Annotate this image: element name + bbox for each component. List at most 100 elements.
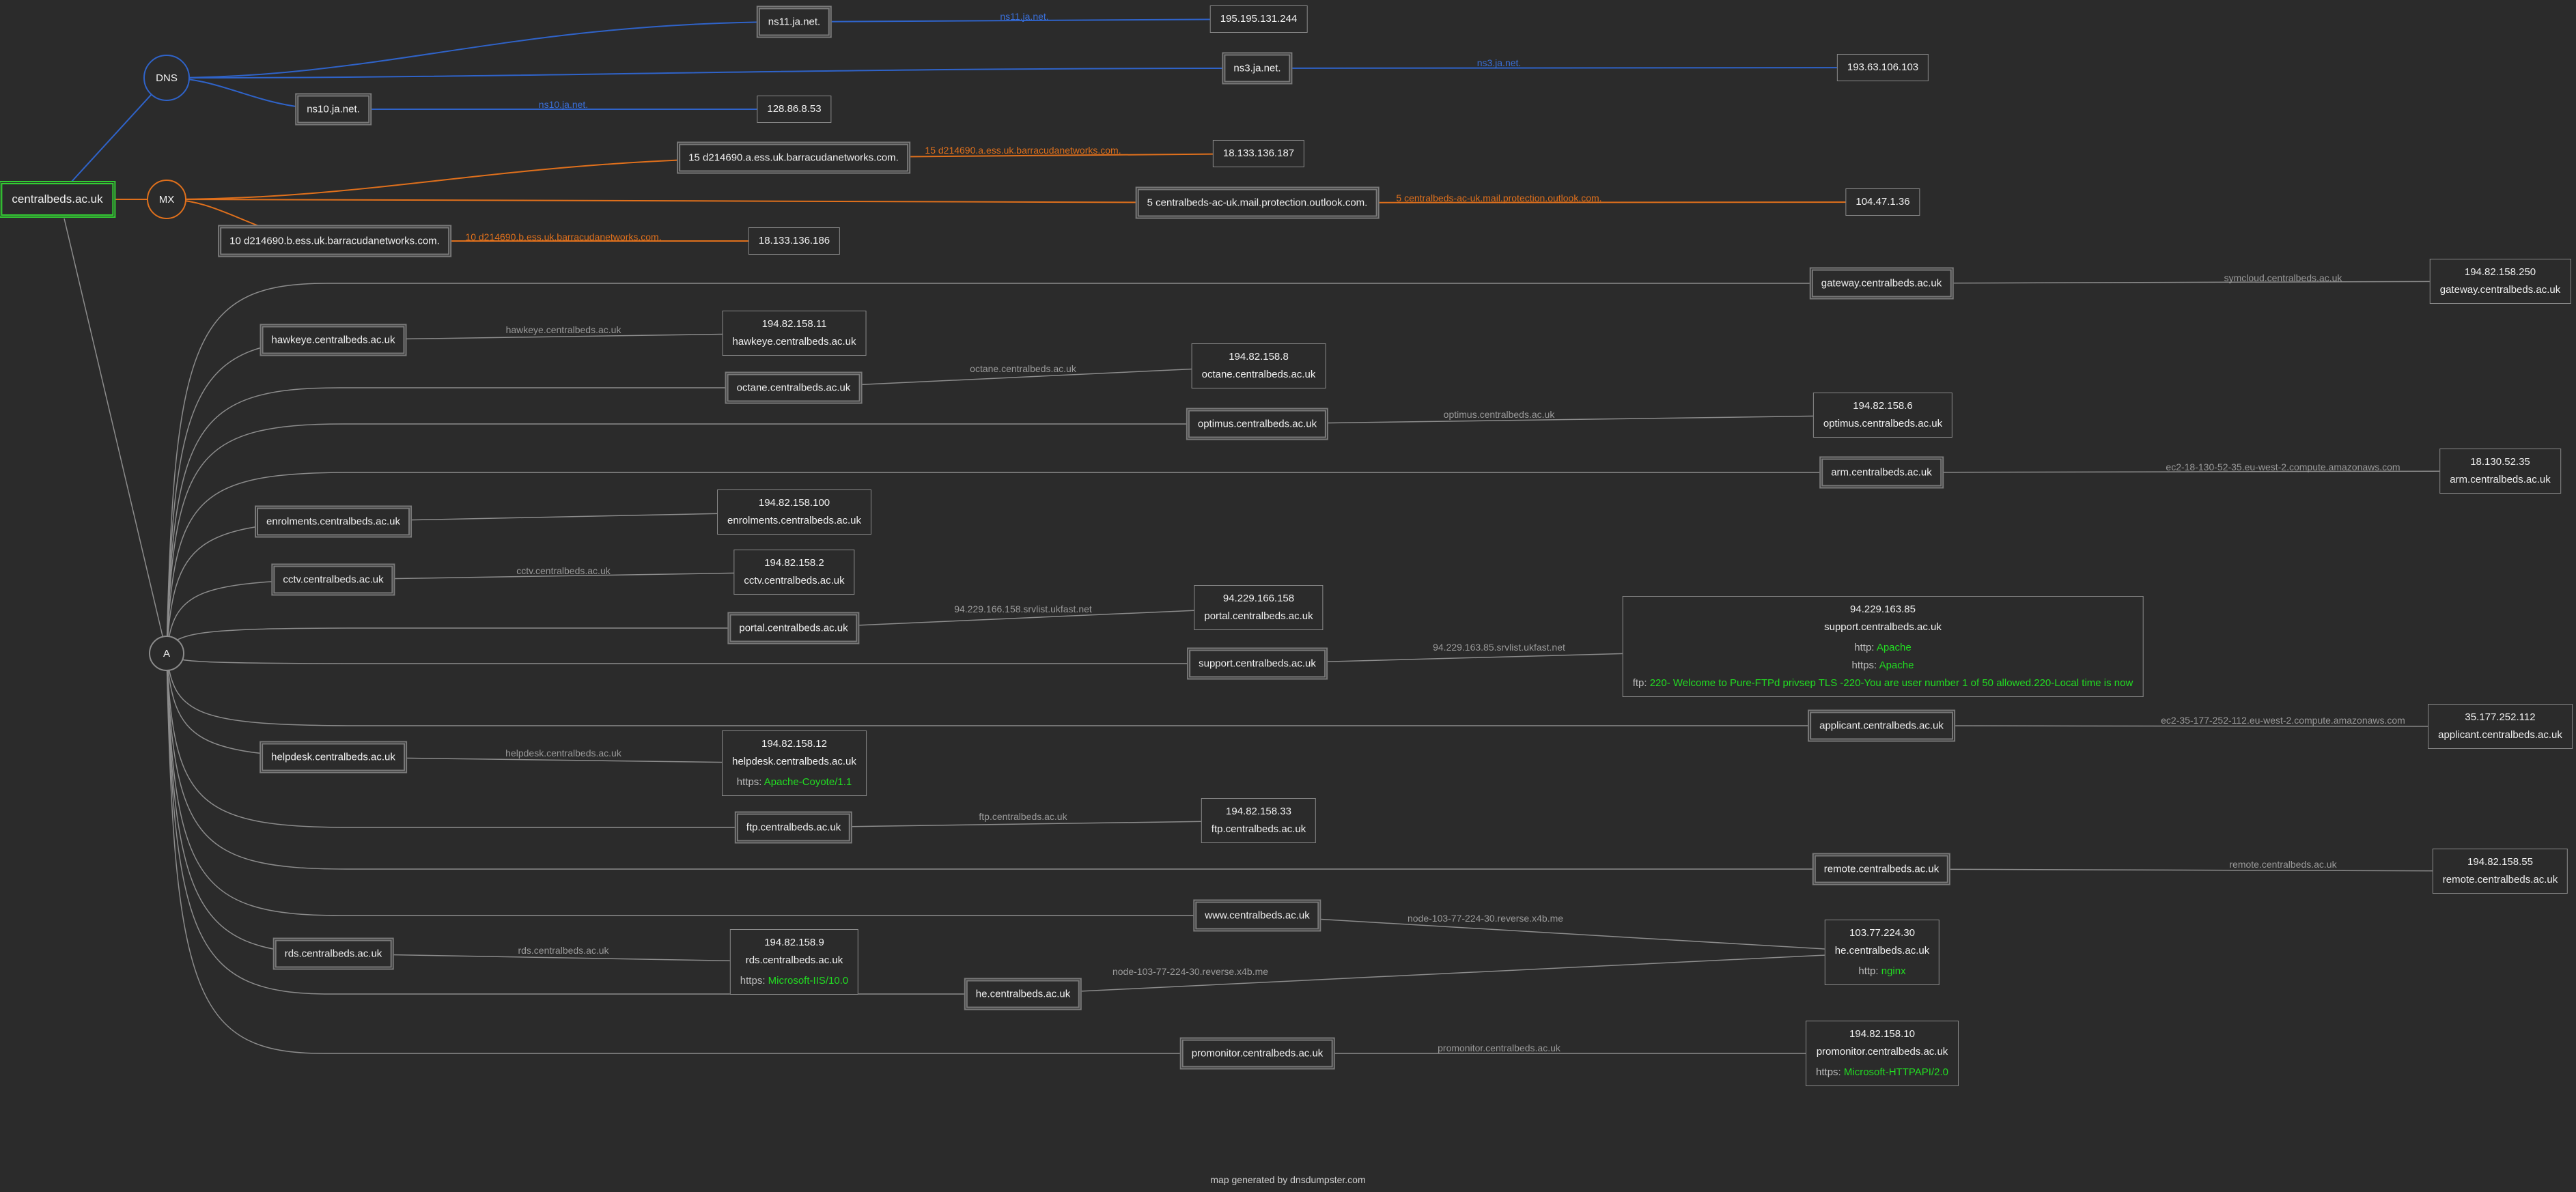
info-line: optimus.centralbeds.ac.uk [1823,418,1943,429]
a-host-node[interactable]: he.centralbeds.ac.uk [964,978,1082,1010]
a-host-node[interactable]: enrolments.centralbeds.ac.uk [255,505,412,538]
mx-ip-box: 104.47.1.36 [1845,188,1920,216]
info-line: 18.133.136.186 [758,235,830,246]
a-edge-label: promonitor.centralbeds.ac.uk [1438,1042,1560,1053]
edge-a-host [166,653,1257,1054]
service-name: ftp: [1632,677,1650,689]
a-host-node[interactable]: ftp.centralbeds.ac.uk [734,811,853,844]
a-edge-label: ftp.centralbeds.ac.uk [979,811,1067,822]
service-name: http: [1858,965,1881,977]
edge-a-host [166,627,794,654]
a-host-node[interactable]: remote.centralbeds.ac.uk [1812,853,1951,885]
info-line: 194.82.158.10 [1849,1028,1915,1040]
service-line: ftp: 220- Welcome to Pure-FTPd privsep T… [1633,675,2133,692]
mx-host-node[interactable]: 15 d214690.a.ess.uk.barracudanetworks.co… [677,141,910,174]
edge-a-host [166,472,1881,654]
a-host-node[interactable]: rds.centralbeds.ac.uk [272,937,394,970]
info-line: enrolments.centralbeds.ac.uk [727,515,861,526]
a-ip-box: 18.130.52.35 arm.centralbeds.ac.uk [2439,449,2561,494]
a-host-node[interactable]: promonitor.centralbeds.ac.uk [1179,1037,1335,1070]
edge-a-ip [1022,952,1883,995]
a-edge-label: hawkeye.centralbeds.ac.uk [505,324,621,335]
info-line: 194.82.158.250 [2464,266,2536,278]
a-host-node[interactable]: arm.centralbeds.ac.uk [1819,456,1944,489]
info-line: 104.47.1.36 [1856,196,1910,208]
root-domain-node[interactable]: centralbeds.ac.uk [0,181,116,218]
info-line: 94.229.163.85 [1850,604,1916,615]
edge-a-ip [1881,470,2501,473]
edge-a-ip [1881,281,2501,284]
service-line: https: Apache-Coyote/1.1 [732,774,856,791]
edge-dns-ip [794,18,1259,23]
a-host-node[interactable]: helpdesk.centralbeds.ac.uk [260,741,407,774]
service-name: https: [1816,1066,1844,1078]
edge-a-host [166,653,1881,870]
a-group-node[interactable]: A [149,636,184,671]
mx-group-node[interactable]: MX [147,180,186,219]
mx-edge-label: 15 d214690.a.ess.uk.barracudanetworks.co… [925,145,1121,156]
a-host-node[interactable]: hawkeye.centralbeds.ac.uk [260,324,407,356]
info-line: cctv.centralbeds.ac.uk [744,575,845,586]
edge-a-ip [793,607,1259,629]
edge-dns-host [166,68,1258,79]
dns-host-node[interactable]: ns11.ja.net. [756,5,832,38]
a-edge-label: remote.centralbeds.ac.uk [2229,859,2337,870]
dns-host-node[interactable]: ns10.ja.net. [295,93,372,126]
a-host-node[interactable]: www.centralbeds.ac.uk [1193,899,1321,932]
service-line: http: Apache [1633,639,2133,657]
info-line: 18.130.52.35 [2470,456,2530,468]
a-host-node[interactable]: cctv.centralbeds.ac.uk [271,563,395,596]
a-edge-label: 94.229.163.85.srvlist.ukfast.net [1433,642,1565,653]
edge-a-host [166,653,1257,916]
a-host-node[interactable]: support.centralbeds.ac.uk [1187,647,1328,680]
info-line: rds.centralbeds.ac.uk [745,954,843,966]
service-name: https: [740,975,768,987]
a-edge-label: node-103-77-224-30.reverse.x4b.me [1407,913,1564,924]
edge-a-ip [1881,868,2501,872]
a-host-node[interactable]: applicant.centralbeds.ac.uk [1808,709,1955,742]
info-line: he.centralbeds.ac.uk [1834,945,1930,956]
a-host-node[interactable]: portal.centralbeds.ac.uk [727,612,860,644]
info-line: hawkeye.centralbeds.ac.uk [732,336,856,347]
edge-a-ip [793,365,1259,388]
edge-a-host [166,653,336,954]
info-line: 103.77.224.30 [1849,927,1915,939]
a-edge-label: rds.centralbeds.ac.uk [518,945,609,956]
edge-a-ip [333,571,795,580]
service-line: https: Microsoft-HTTPAPI/2.0 [1816,1064,1948,1081]
info-line: 18.133.136.187 [1222,147,1295,159]
info-line: 94.229.166.158 [1222,593,1295,604]
info-line: portal.centralbeds.ac.uk [1204,610,1313,622]
a-host-node[interactable]: octane.centralbeds.ac.uk [725,371,863,404]
edge-dns-host [166,21,795,79]
info-line: arm.centralbeds.ac.uk [2450,474,2551,485]
a-edge-label: ec2-35-177-252-112.eu-west-2.compute.ama… [2161,715,2405,726]
dns-host-node[interactable]: ns3.ja.net. [1222,52,1293,85]
info-line: octane.centralbeds.ac.uk [1201,369,1316,380]
service-value: Apache [1876,642,1912,653]
dns-group-node[interactable]: DNS [143,55,190,101]
info-line: 194.82.158.33 [1226,806,1291,817]
mx-host-node[interactable]: 5 centralbeds-ac-uk.mail.protection.outl… [1135,186,1380,219]
mx-ip-box: 18.133.136.186 [748,227,841,255]
info-line: 194.82.158.12 [761,738,827,750]
mx-host-node[interactable]: 10 d214690.b.ess.uk.barracudanetworks.co… [218,225,451,257]
a-host-node[interactable]: optimus.centralbeds.ac.uk [1186,408,1329,440]
dns-edge-label: ns10.ja.net. [538,99,589,110]
service-line: https: Microsoft-IIS/10.0 [740,972,848,990]
a-host-node[interactable]: gateway.centralbeds.ac.uk [1809,267,1954,300]
service-name: http: [1854,642,1877,653]
edge-a-ip [1257,915,1883,953]
edge-a-host [166,653,794,828]
